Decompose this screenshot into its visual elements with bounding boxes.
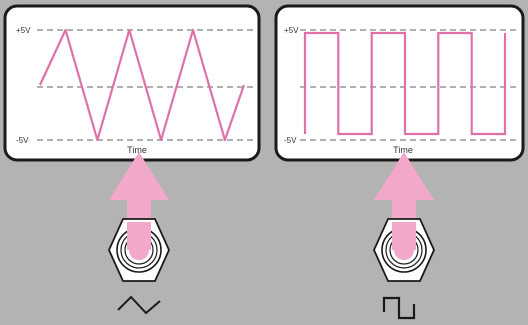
- triangle-wave-screen: [5, 6, 259, 160]
- y-top-label: +5V: [284, 26, 299, 35]
- square-wave-panel: +5V -5V Time: [276, 6, 523, 160]
- y-top-label: +5V: [16, 26, 31, 35]
- output-jack-left[interactable]: [109, 219, 169, 281]
- y-bottom-label: -5V: [284, 136, 297, 145]
- x-axis-label: Time: [127, 145, 147, 155]
- x-axis-label: Time: [393, 145, 413, 155]
- triangle-wave-panel: +5V -5V Time: [5, 6, 259, 160]
- square-wave-icon: [384, 298, 414, 318]
- y-bottom-label: -5V: [16, 136, 29, 145]
- arrow-shaft-overlay: [127, 222, 151, 250]
- square-wave-screen: [276, 6, 523, 160]
- output-jack-right[interactable]: [374, 219, 434, 281]
- arrow-shaft-overlay: [392, 222, 416, 250]
- triangle-wave-icon: [118, 297, 160, 313]
